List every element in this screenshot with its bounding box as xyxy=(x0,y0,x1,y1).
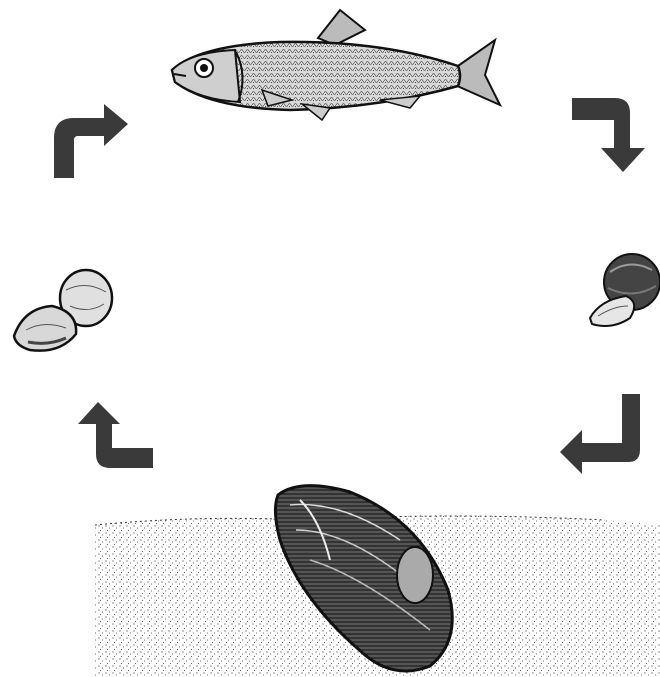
fish-icon xyxy=(172,10,500,120)
arrow-glochidium-to-fish-icon xyxy=(54,104,128,178)
larva-on-gill-icon xyxy=(590,254,660,326)
arrow-fish-to-larva-icon xyxy=(572,98,645,172)
glochidium-icon xyxy=(14,270,112,351)
arrow-larva-to-mussel-icon xyxy=(560,394,640,474)
arrow-mussel-to-glochidium-icon xyxy=(78,402,153,468)
